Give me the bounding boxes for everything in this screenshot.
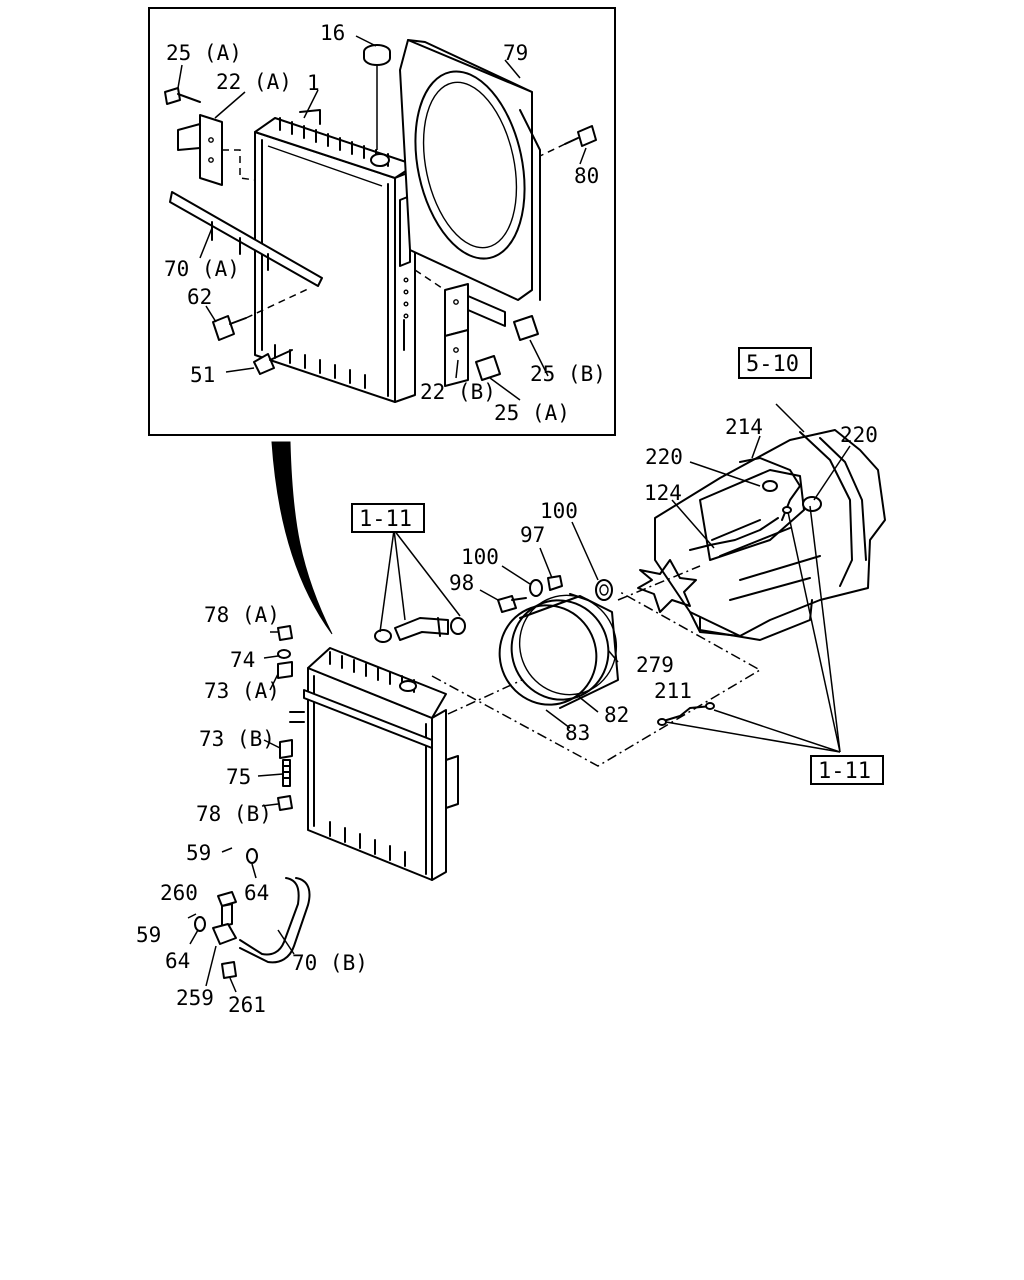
- label-64-top: 64: [244, 881, 269, 905]
- label-1: 1: [307, 71, 320, 95]
- label-73a: 73 (A): [204, 679, 280, 703]
- label-59-bottom: 59: [136, 923, 161, 947]
- reference-lines: [431, 565, 762, 767]
- ref-box-5-10[interactable]: 5-10: [738, 347, 812, 379]
- label-22b: 22 (B): [420, 380, 496, 404]
- fan-spacer-parts: [497, 575, 613, 613]
- inset-reference-arrow: [271, 441, 333, 635]
- inset-bracket-22a: [164, 87, 256, 186]
- main-radiator: [289, 647, 459, 881]
- label-79: 79: [503, 41, 528, 65]
- engine-assembly: [637, 429, 886, 641]
- inset-bolt-80: [539, 125, 597, 157]
- fan-shroud-ring: [498, 593, 619, 709]
- label-64-bottom: 64: [165, 949, 190, 973]
- label-97: 97: [520, 523, 545, 547]
- inset-detail-box: 16 79 25 (A) 22 (A) 1 80 70 (A) 62 51 25…: [148, 7, 616, 436]
- ref-box-1-11-bottom[interactable]: 1-11: [810, 755, 884, 785]
- inset-drain-cock-51: [253, 349, 293, 375]
- label-22a: 22 (A): [216, 70, 292, 94]
- ref-5-10-text: 5-10: [746, 352, 799, 377]
- label-279: 279: [636, 653, 674, 677]
- label-78a: 78 (A): [204, 603, 280, 627]
- inset-leader-lines: [177, 35, 587, 401]
- inset-bracket-22b: [414, 269, 539, 387]
- inset-radiator-cap: [363, 44, 391, 150]
- label-214: 214: [725, 415, 763, 439]
- inset-fan-shroud: [399, 39, 541, 301]
- drain-hose-assembly: [194, 848, 311, 979]
- label-260: 260: [160, 881, 198, 905]
- label-25a-bottom: 25 (A): [494, 401, 570, 425]
- label-75: 75: [226, 765, 251, 789]
- ref-1-11-top-text: 1-11: [359, 507, 412, 532]
- label-16: 16: [320, 21, 345, 45]
- main-leader-lines: [187, 403, 851, 993]
- inset-bolt-62: [212, 287, 311, 341]
- label-82: 82: [604, 703, 629, 727]
- ref-box-1-11-top[interactable]: 1-11: [351, 503, 425, 533]
- radiator-mount-hardware: [277, 625, 293, 811]
- label-124: 124: [644, 481, 682, 505]
- label-70b: 70 (B): [292, 951, 368, 975]
- label-98: 98: [449, 571, 474, 595]
- label-25a-top: 25 (A): [166, 41, 242, 65]
- label-73b: 73 (B): [199, 727, 275, 751]
- label-59-top: 59: [186, 841, 211, 865]
- label-211: 211: [654, 679, 692, 703]
- label-220-right: 220: [840, 423, 878, 447]
- upper-hose: [374, 617, 466, 643]
- ref-1-11-bottom-text: 1-11: [818, 759, 871, 784]
- label-80: 80: [574, 164, 599, 188]
- label-78b: 78 (B): [196, 802, 272, 826]
- label-261: 261: [228, 993, 266, 1017]
- label-259: 259: [176, 986, 214, 1010]
- label-62: 62: [187, 285, 212, 309]
- label-51: 51: [190, 363, 215, 387]
- label-74: 74: [230, 648, 255, 672]
- label-100-right: 100: [540, 499, 578, 523]
- label-25b: 25 (B): [530, 362, 606, 386]
- label-220-left: 220: [645, 445, 683, 469]
- inset-stay-70a: [169, 191, 323, 287]
- label-83: 83: [565, 721, 590, 745]
- label-100-left: 100: [461, 545, 499, 569]
- label-70a: 70 (A): [164, 257, 240, 281]
